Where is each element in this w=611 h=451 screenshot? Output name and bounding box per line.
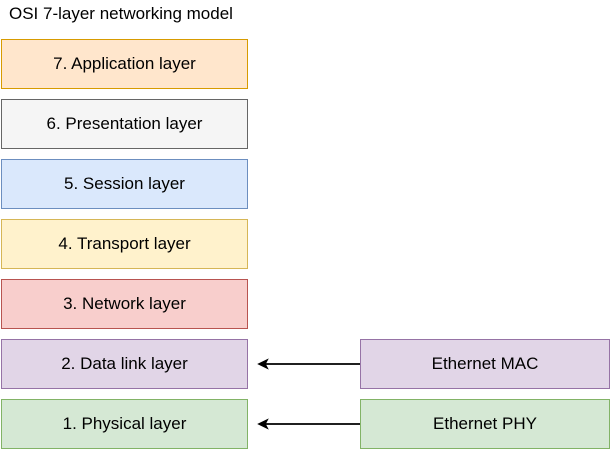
layer-box-3-network: 3. Network layer <box>1 279 248 329</box>
layer-label-2-data-link: 2. Data link layer <box>61 354 188 373</box>
layer-box-7-application: 7. Application layer <box>1 39 248 89</box>
side-box-ethernet-mac: Ethernet MAC <box>360 339 610 389</box>
layer-label-3-network: 3. Network layer <box>63 294 186 313</box>
layer-label-1-physical: 1. Physical layer <box>62 414 187 433</box>
layer-box-4-transport: 4. Transport layer <box>1 219 248 269</box>
arrow-head <box>257 358 269 370</box>
arrow-ethernet-mac-to-data-link-layer <box>257 358 360 370</box>
side-box-label-ethernet-mac: Ethernet MAC <box>431 354 539 373</box>
layer-label-6-presentation: 6. Presentation layer <box>46 114 203 133</box>
layer-box-5-session: 5. Session layer <box>1 159 248 209</box>
layer-box-6-presentation: 6. Presentation layer <box>1 99 248 149</box>
side-box-ethernet-phy: Ethernet PHY <box>360 399 610 449</box>
side-box-label-ethernet-phy: Ethernet PHY <box>433 414 537 433</box>
layer-label-4-transport: 4. Transport layer <box>58 234 191 253</box>
layer-box-2-data-link: 2. Data link layer <box>1 339 248 389</box>
diagram-title: OSI 7-layer networking model <box>9 4 233 23</box>
arrow-ethernet-phy-to-physical-layer <box>257 418 360 430</box>
arrow-head <box>257 418 269 430</box>
layer-label-7-application: 7. Application layer <box>53 54 196 73</box>
layer-box-1-physical: 1. Physical layer <box>1 399 248 449</box>
layer-label-5-session: 5. Session layer <box>64 174 185 193</box>
